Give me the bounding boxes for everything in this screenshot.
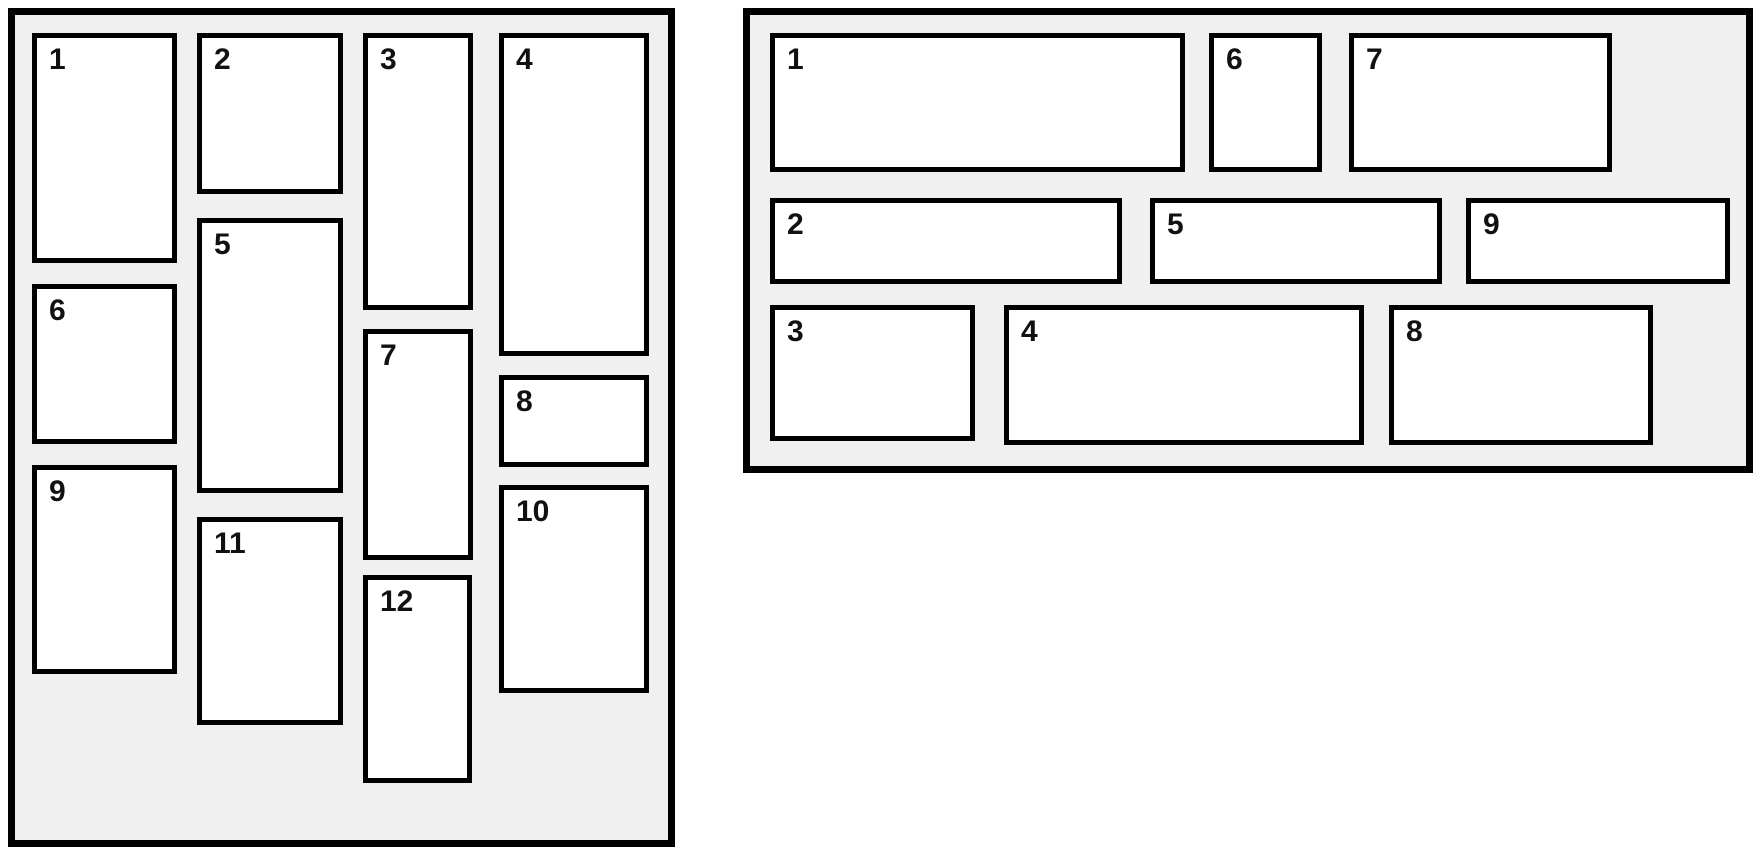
masonry-columns-panel-box-5: 5 [197, 218, 343, 493]
box-number-label: 6 [1226, 43, 1243, 76]
masonry-rows-panel-box-4: 4 [1004, 305, 1364, 445]
masonry-columns-panel-box-3: 3 [363, 33, 473, 310]
masonry-rows-panel-box-8: 8 [1389, 305, 1653, 445]
box-number-label: 3 [787, 315, 804, 348]
masonry-columns-panel-box-10: 10 [499, 485, 649, 693]
box-number-label: 6 [49, 294, 66, 327]
box-number-label: 9 [1483, 208, 1500, 241]
masonry-columns-panel-box-12: 12 [363, 575, 472, 783]
box-number-label: 12 [380, 585, 414, 618]
masonry-columns-panel-box-2: 2 [197, 33, 343, 194]
masonry-rows-panel-box-7: 7 [1349, 33, 1612, 172]
masonry-rows-panel-box-3: 3 [770, 305, 975, 441]
masonry-columns-panel-box-4: 4 [499, 33, 649, 356]
box-number-label: 3 [380, 43, 397, 76]
masonry-rows-panel-box-2: 2 [770, 198, 1122, 284]
masonry-rows-panel-box-6: 6 [1209, 33, 1322, 172]
masonry-rows-panel-box-9: 9 [1466, 198, 1730, 284]
box-number-label: 9 [49, 475, 66, 508]
box-number-label: 4 [1021, 315, 1038, 348]
box-number-label: 1 [49, 43, 66, 76]
box-number-label: 8 [1406, 315, 1423, 348]
masonry-rows-panel: 1 2 3 4 5 6 7 8 9 [743, 8, 1753, 473]
masonry-columns-panel-box-11: 11 [197, 517, 343, 725]
masonry-columns-panel-box-9: 9 [32, 465, 177, 674]
box-number-label: 2 [787, 208, 804, 241]
box-number-label: 5 [214, 228, 231, 261]
box-number-label: 7 [1366, 43, 1383, 76]
masonry-columns-panel-box-8: 8 [499, 375, 649, 467]
box-number-label: 1 [787, 43, 804, 76]
box-number-label: 5 [1167, 208, 1184, 241]
masonry-columns-panel-box-7: 7 [363, 329, 473, 560]
box-number-label: 4 [516, 43, 533, 76]
box-number-label: 8 [516, 385, 533, 418]
box-number-label: 11 [214, 527, 246, 560]
box-number-label: 10 [516, 495, 550, 528]
masonry-rows-panel-box-5: 5 [1150, 198, 1442, 284]
masonry-rows-panel-box-1: 1 [770, 33, 1185, 172]
masonry-columns-panel-box-1: 1 [32, 33, 177, 263]
box-number-label: 7 [380, 339, 397, 372]
masonry-columns-panel-box-6: 6 [32, 284, 177, 444]
box-number-label: 2 [214, 43, 231, 76]
